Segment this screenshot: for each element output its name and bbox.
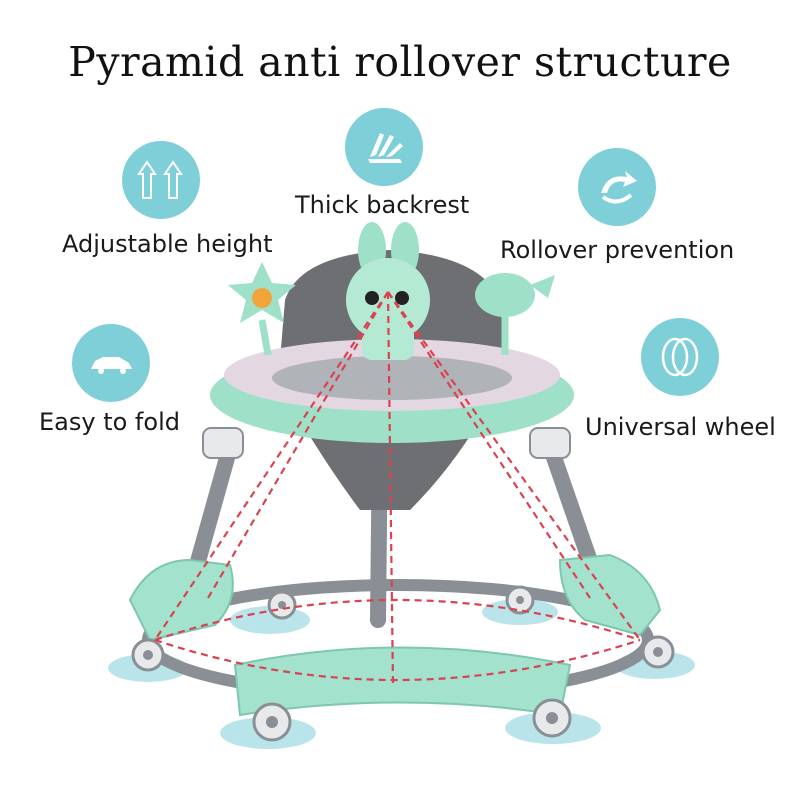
tray-ring-inner [272,356,512,400]
car-fold-icon [72,324,150,402]
universal-wheel-label: Universal wheel [585,413,776,441]
thick-backrest-label: Thick backrest [295,191,470,219]
wheel-rings-icon [641,318,719,396]
rabbit-toy [346,222,430,360]
easy-to-fold-label: Easy to fold [39,408,180,436]
page-title: Pyramid anti rollover structure [68,38,732,86]
dolphin-toy [475,273,555,355]
wheels [131,585,675,742]
arrows-updown-icon [122,141,200,219]
rollover-arrow-icon [578,148,656,226]
side-clips [202,427,571,459]
recline-icon [345,108,423,186]
rollover-prevention-label: Rollover prevention [500,236,735,264]
base-shells [128,553,662,717]
adjustable-height-label: Adjustable height [62,230,273,258]
star-toy [228,262,296,356]
pyramid-lines [154,291,641,687]
